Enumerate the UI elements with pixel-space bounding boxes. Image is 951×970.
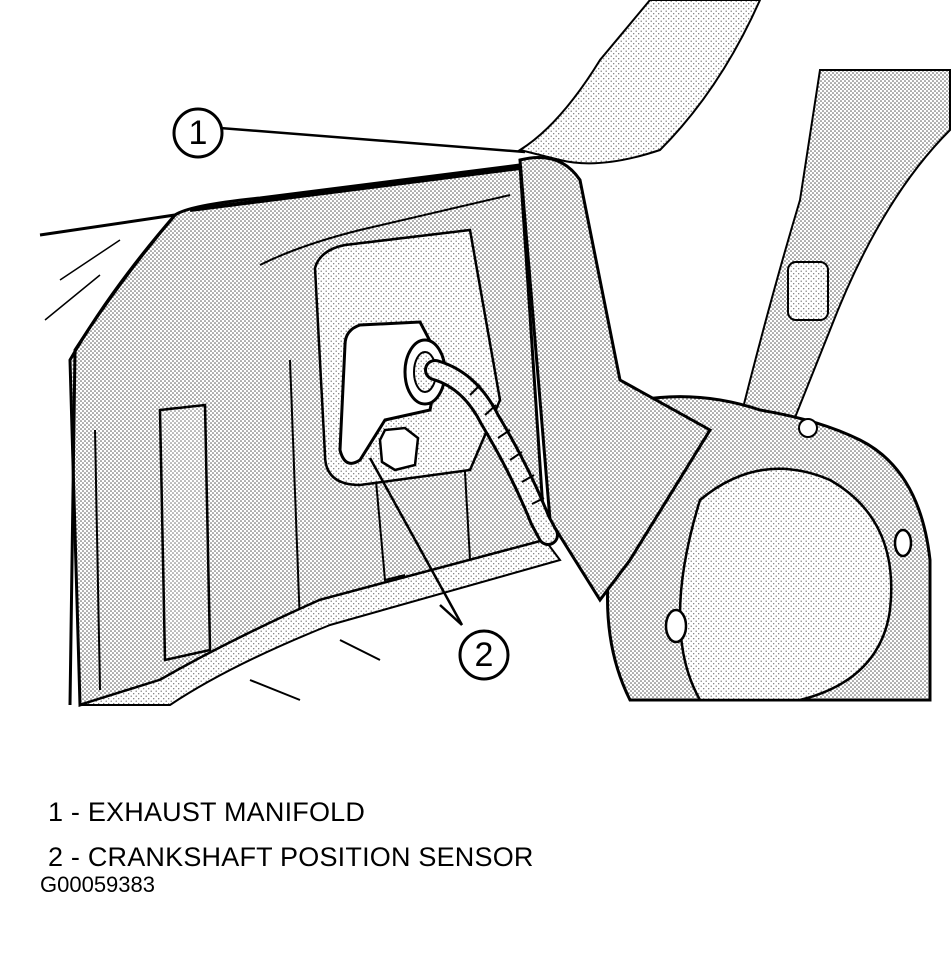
legend-item-crankshaft-position-sensor: 2 - CRANKSHAFT POSITION SENSOR	[48, 835, 534, 880]
legend-label: CRANKSHAFT POSITION SENSOR	[87, 842, 534, 872]
legend-number: 2	[48, 842, 64, 872]
leader-line-2a	[368, 457, 464, 626]
bottom-flange	[79, 538, 562, 706]
crankshaft-position-sensor	[338, 320, 447, 472]
legend-separator: -	[70, 797, 88, 827]
legend-separator: -	[70, 842, 88, 872]
callout-1: 1	[172, 107, 224, 159]
bell-housing-opening	[678, 467, 893, 702]
bolt-hole	[664, 608, 688, 644]
callout-1-number: 1	[189, 114, 208, 152]
leader-line-2b	[439, 604, 463, 626]
bolt-hole	[798, 418, 818, 438]
right-bracket	[738, 69, 951, 432]
figure-id: G00059383	[40, 872, 155, 897]
legend-number: 1	[48, 797, 64, 827]
legend: 1 - EXHAUST MANIFOLD 2 - CRANKSHAFT POSI…	[48, 790, 534, 880]
leader-line-1	[219, 126, 526, 154]
manifold-rib	[158, 403, 212, 662]
sensor-bolt	[378, 426, 420, 472]
legend-label: EXHAUST MANIFOLD	[87, 797, 366, 827]
manifold-left-edge	[39, 212, 179, 706]
legend-item-exhaust-manifold: 1 - EXHAUST MANIFOLD	[48, 790, 534, 835]
heat-shield	[518, 156, 713, 603]
callout-2: 2	[458, 629, 510, 681]
bolt-hole	[893, 528, 913, 558]
bracket-bolt	[787, 261, 829, 321]
upper-background-part	[517, 0, 762, 165]
engine-illustration: 1 2	[39, 0, 951, 708]
callout-2-number: 2	[475, 636, 494, 674]
